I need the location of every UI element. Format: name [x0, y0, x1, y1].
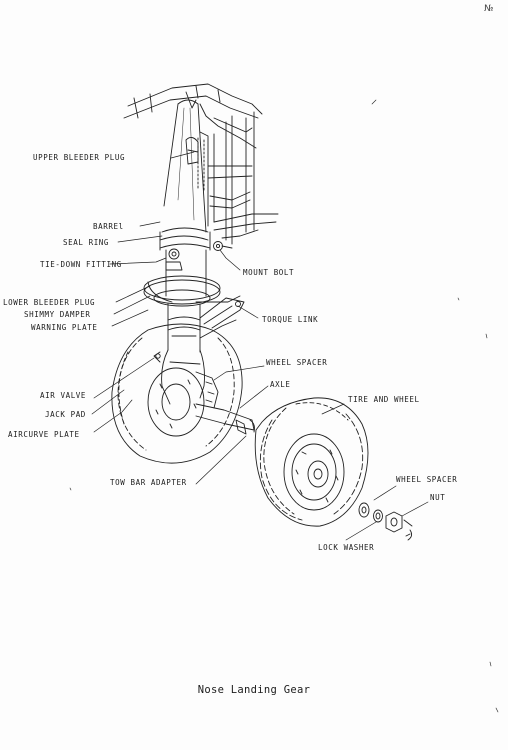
label-lock-washer: LOCK WASHER [318, 543, 375, 552]
axle [195, 403, 255, 435]
label-wheel-spacer-lower: WHEEL SPACER [396, 475, 458, 484]
figure-caption: Nose Landing Gear [197, 684, 311, 696]
barrel [159, 99, 211, 251]
label-jack-pad: JACK PAD [45, 410, 86, 419]
label-tire-and-wheel: TIRE AND WHEEL [348, 395, 420, 404]
mount-frame [123, 83, 279, 245]
corner-mark: № [484, 4, 494, 14]
axle-hardware [358, 502, 413, 541]
torque-link [199, 297, 245, 339]
label-mount-bolt: MOUNT BOLT [243, 268, 295, 277]
label-air-valve: AIR VALVE [40, 391, 87, 400]
label-tie-down-fitting: TIE-DOWN FITTING [40, 260, 122, 269]
fork [153, 349, 205, 405]
label-warning-plate: WARNING PLATE [31, 323, 98, 332]
tie-down-fitting [165, 248, 183, 271]
label-aircurve-plate: AIRCURVE PLATE [8, 430, 80, 439]
label-upper-bleeder-plug: UPPER BLEEDER PLUG [33, 153, 126, 162]
label-torque-link: TORQUE LINK [262, 315, 319, 324]
rear-wheel [111, 323, 243, 464]
label-shimmy-damper: SHIMMY DAMPER [24, 310, 91, 319]
label-seal-ring: SEAL RING [63, 238, 110, 247]
mount-bolt [213, 241, 233, 251]
label-axle: AXLE [270, 380, 291, 389]
label-wheel-spacer-upper: WHEEL SPACER [266, 358, 328, 367]
label-tow-bar-adapter: TOW BAR ADAPTER [110, 478, 187, 487]
label-barrel: BARREl [93, 222, 124, 231]
label-nut: NUT [430, 493, 446, 502]
label-lower-bleeder-plug: LOWER BLEEDER PLUG [3, 298, 96, 307]
tire-and-wheel [254, 397, 369, 527]
leader-lines [91, 151, 429, 541]
lower-strut [143, 249, 241, 353]
scan-specks [69, 99, 499, 713]
